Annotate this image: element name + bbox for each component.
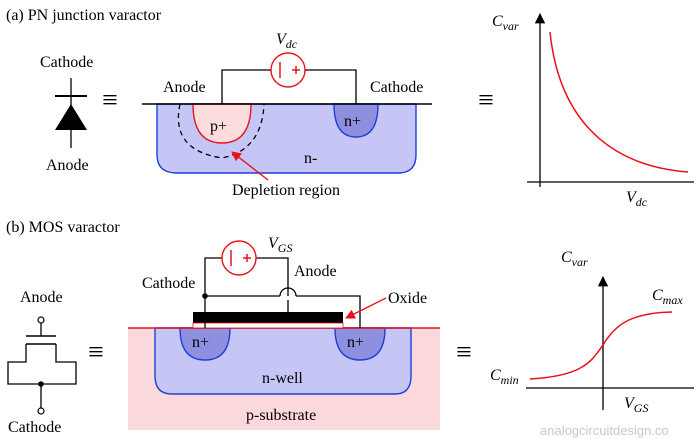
n-minus-label: n- — [304, 150, 317, 167]
mos-cross-section: VGS Cathode Anode Oxide n+ n+ n-well p-s… — [128, 235, 440, 430]
depletion-region-label: Depletion region — [232, 182, 340, 199]
oxide-label: Oxide — [388, 290, 427, 307]
cvar-axis-label-b: Cvar — [561, 249, 588, 269]
mos-varactor-symbol: Anode Cathode — [7, 289, 77, 436]
cvar-vdc-graph: Cvar Vdc — [492, 12, 694, 209]
section-a-title: (a) PN junction varactor — [6, 7, 162, 24]
equiv-sign-b2: ≡ — [456, 337, 472, 368]
mos-anode-label: Anode — [20, 289, 63, 306]
n-plus-label: n+ — [344, 113, 361, 130]
diode-symbol: Cathode Anode — [40, 54, 93, 174]
p-plus-label: p+ — [210, 118, 227, 135]
equiv-sign-a1: ≡ — [102, 85, 118, 116]
n-plus-right-label: n+ — [347, 334, 364, 351]
vdc-label: Vdc — [276, 31, 298, 51]
mos-cathode-label: Cathode — [8, 419, 61, 436]
diode-anode-label: Anode — [46, 157, 89, 174]
cvar-axis-label-a: Cvar — [492, 13, 519, 33]
n-plus-left-label: n+ — [192, 334, 209, 351]
n-well-label: n-well — [262, 370, 303, 387]
diode-cathode-label: Cathode — [40, 54, 93, 71]
junction-cathode-label: Cathode — [370, 79, 423, 96]
section-b-title: (b) MOS varactor — [6, 219, 120, 236]
junction-anode-label: Anode — [163, 79, 206, 96]
pn-junction-cross-section: Vdc Anode Cathode p+ n+ n- Depletion reg… — [142, 31, 432, 199]
structure-cathode-label: Cathode — [142, 275, 195, 292]
structure-anode-label: Anode — [294, 263, 337, 280]
vgs-label: VGS — [268, 235, 292, 255]
cmin-label: Cmin — [490, 367, 519, 387]
equiv-sign-b1: ≡ — [88, 337, 104, 368]
cvar-vgs-graph: Cvar VGS Cmax Cmin — [490, 249, 694, 415]
vdc-axis-label: Vdc — [626, 189, 648, 209]
vdc-source-icon — [270, 52, 306, 88]
vgs-axis-label: VGS — [624, 395, 648, 415]
vgs-source-icon — [221, 240, 257, 276]
cmax-label: Cmax — [652, 287, 683, 307]
equiv-sign-a2: ≡ — [478, 85, 494, 116]
p-substrate-label: p-substrate — [246, 407, 316, 424]
watermark-text: analogcircuitdesign.co — [540, 423, 669, 438]
